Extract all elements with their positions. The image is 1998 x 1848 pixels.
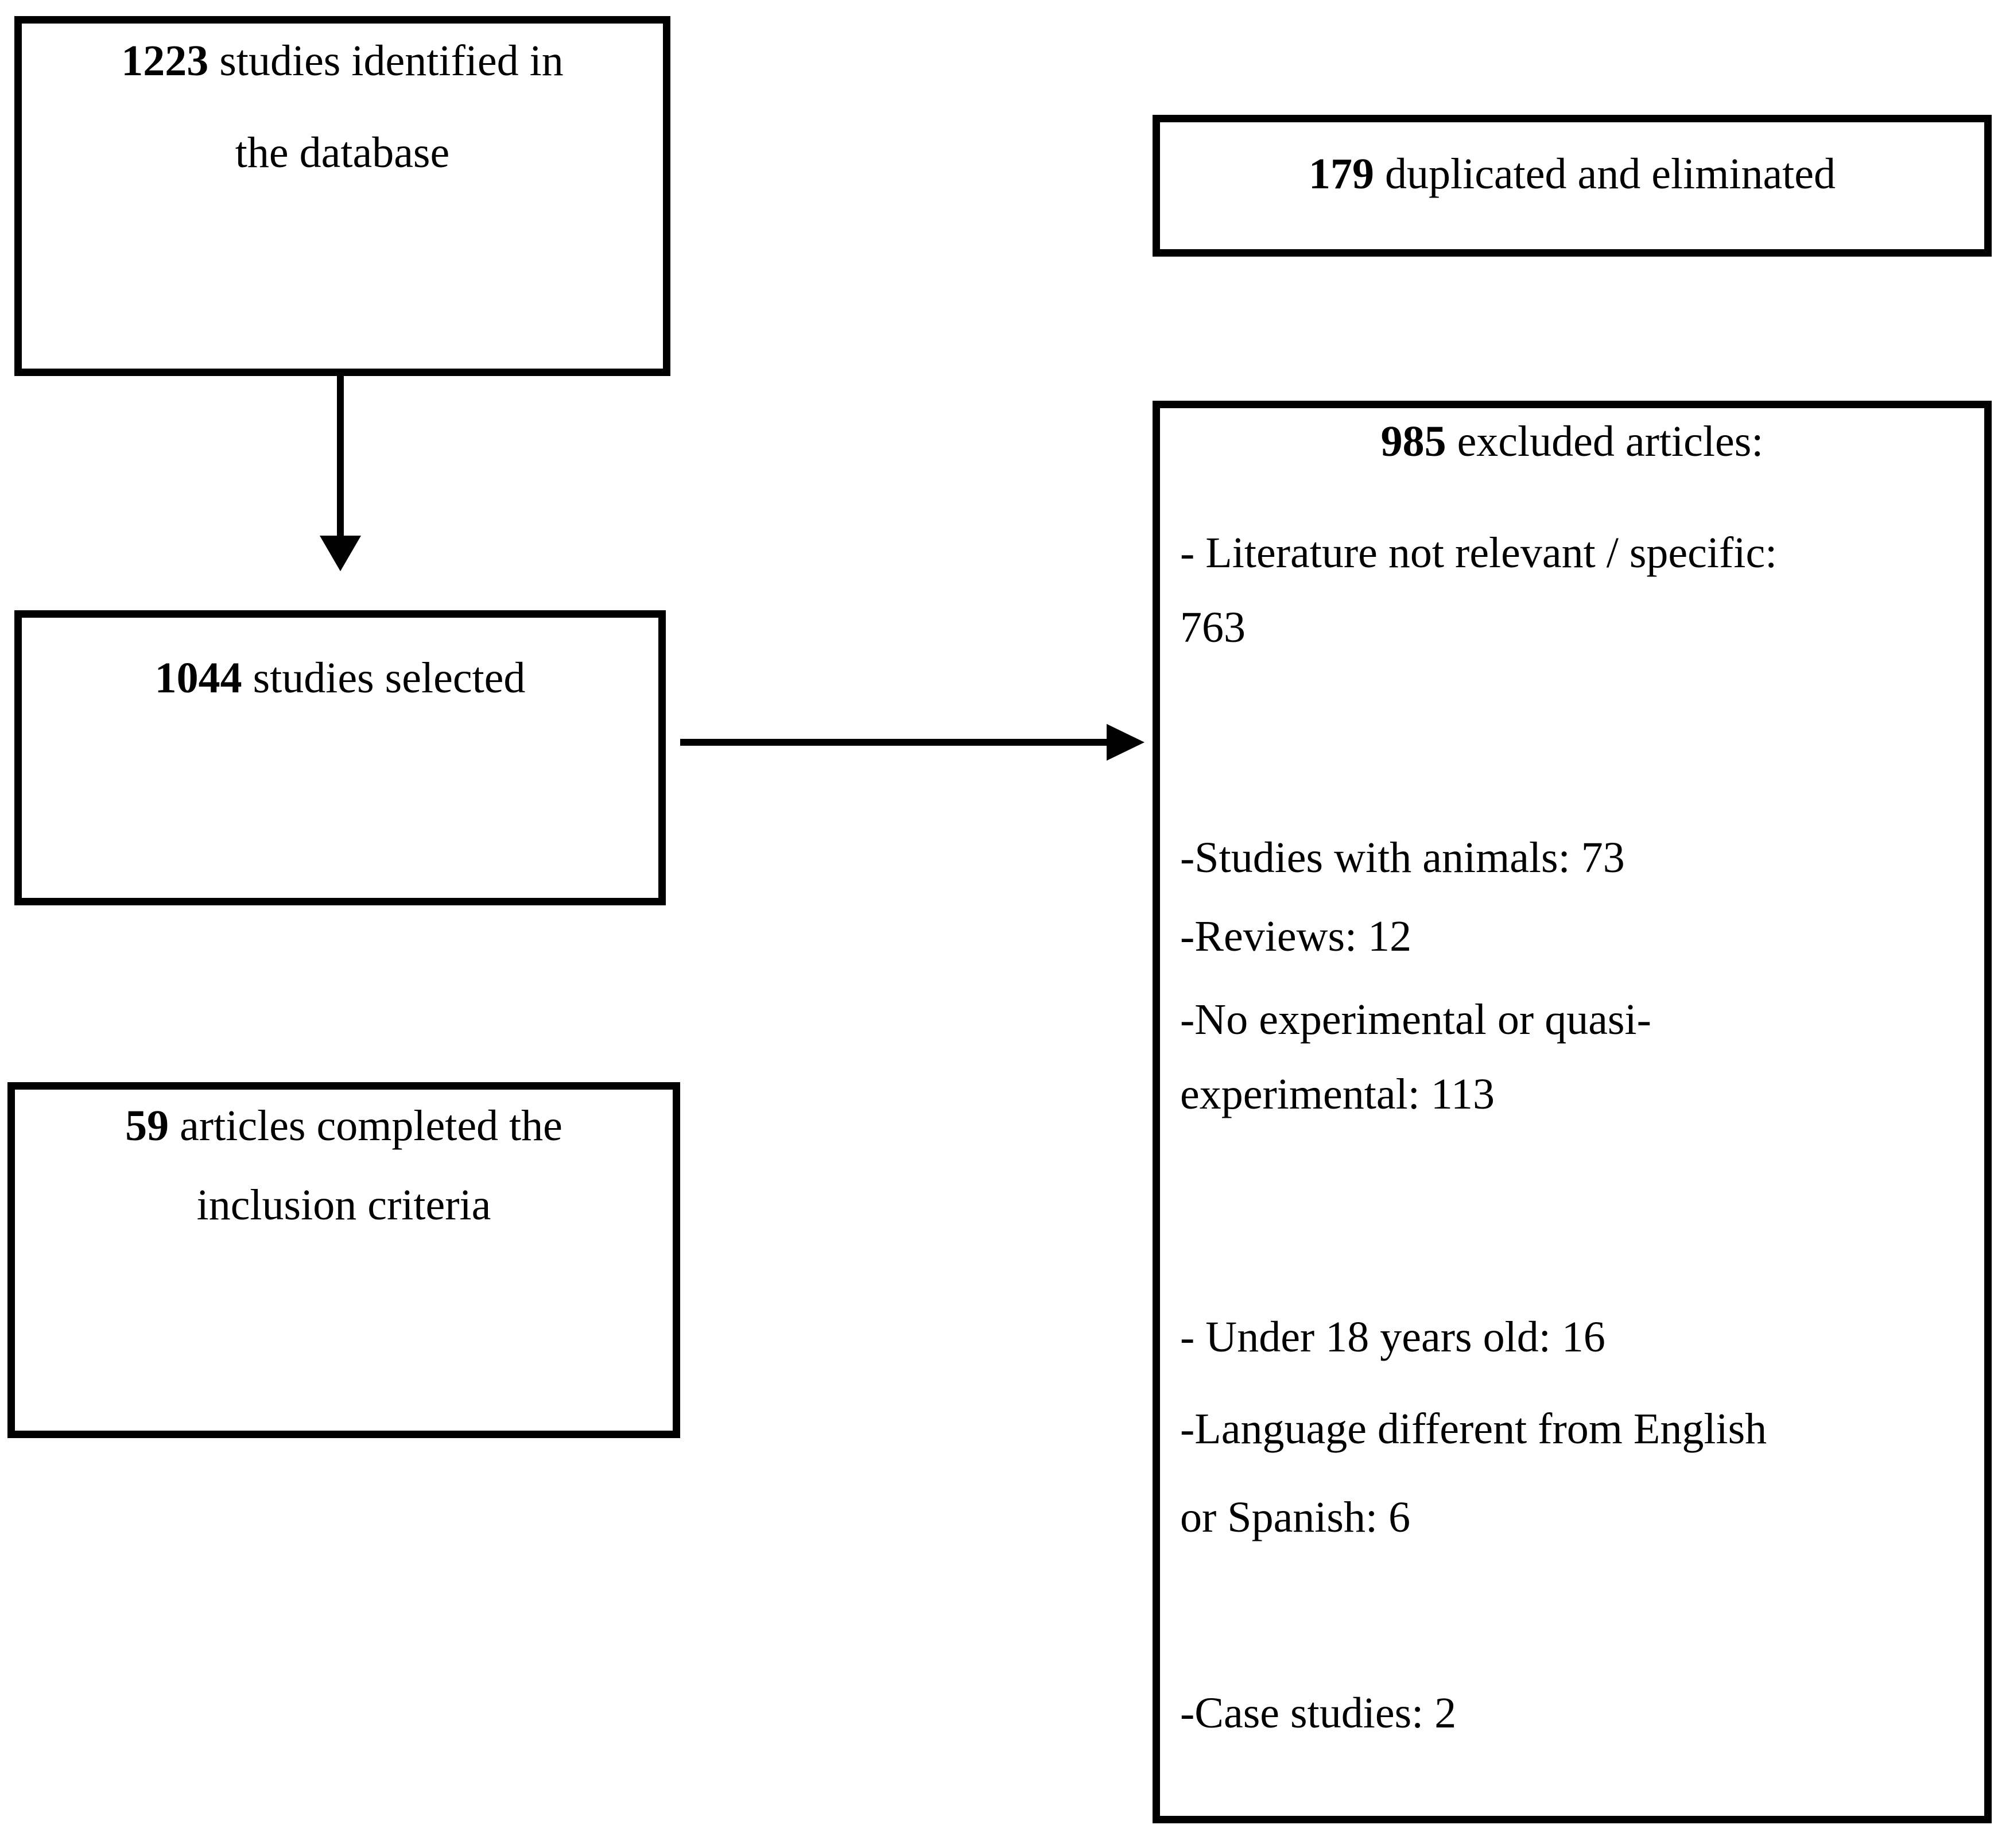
excluded-item: -No experimental or quasi-	[1180, 995, 1651, 1044]
down-arrow-stem	[337, 376, 344, 540]
box-inclusion-criteria: 59 articles completed the inclusion crit…	[7, 1082, 680, 1438]
included-count: 59	[125, 1102, 169, 1150]
right-arrow-stem	[680, 739, 1108, 746]
box-studies-identified-line2: the database	[235, 129, 450, 177]
excluded-item: experimental: 113	[1180, 1070, 1495, 1118]
excluded-item: -Studies with animals: 73	[1180, 834, 1625, 882]
box-studies-selected-line1: 1044 studies selected	[22, 653, 658, 703]
excluded-item: -Case studies: 2	[1180, 1689, 1457, 1737]
duplicated-text: duplicated and eliminated	[1384, 150, 1836, 198]
down-arrow-head-icon	[320, 536, 361, 571]
right-arrow-head-icon	[1107, 724, 1145, 761]
box-studies-identified-line1: 1223 studies identified in	[22, 36, 663, 86]
box-excluded-title: 985 excluded articles:	[1160, 417, 1984, 467]
box-duplicated-line1: 179 duplicated and eliminated	[1160, 149, 1984, 199]
box-excluded-articles: 985 excluded articles: - Literature not …	[1153, 401, 1992, 1823]
excluded-item: -Language different from English	[1180, 1405, 1767, 1453]
duplicated-count: 179	[1308, 150, 1374, 198]
selected-text: studies selected	[253, 654, 526, 702]
excluded-item: -Reviews: 12	[1180, 912, 1412, 960]
excluded-item: 763	[1180, 603, 1246, 652]
excluded-item: or Spanish: 6	[1180, 1493, 1411, 1541]
box-studies-identified: 1223 studies identified in the database	[14, 16, 670, 376]
excluded-item: - Under 18 years old: 16	[1180, 1313, 1605, 1361]
identified-count: 1223	[121, 37, 209, 85]
box-studies-selected: 1044 studies selected	[14, 610, 666, 905]
included-text: articles completed the	[180, 1102, 562, 1150]
box-inclusion-line2: inclusion criteria	[196, 1181, 491, 1229]
selected-count: 1044	[154, 654, 242, 702]
excluded-title-text: excluded articles:	[1457, 417, 1764, 466]
excluded-item: - Literature not relevant / specific:	[1180, 529, 1778, 577]
excluded-count: 985	[1380, 417, 1446, 466]
identified-text: studies identified in	[219, 37, 564, 85]
box-inclusion-line1: 59 articles completed the	[15, 1101, 673, 1151]
box-duplicated-eliminated: 179 duplicated and eliminated	[1153, 115, 1992, 257]
